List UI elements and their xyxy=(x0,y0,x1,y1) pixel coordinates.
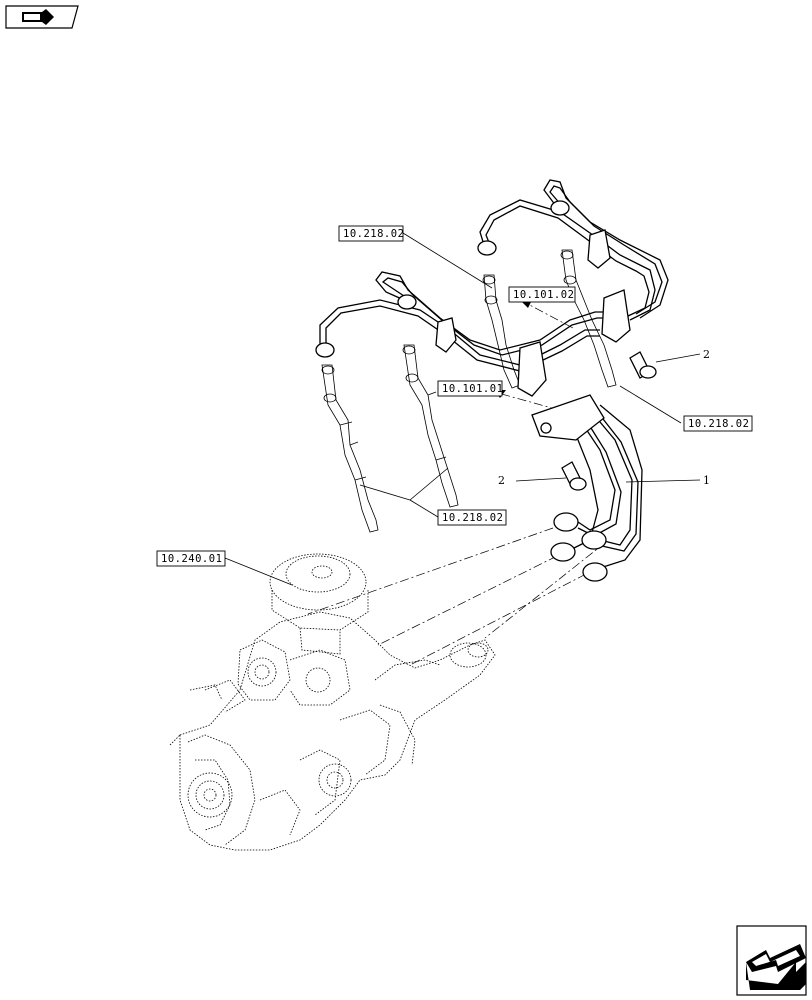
ref-box-pump[interactable]: 10.240.01 xyxy=(156,550,226,567)
pipe-clamps xyxy=(435,229,631,441)
ref-label-upper-mid: 10.101.02 xyxy=(513,289,574,301)
callout-bolt-lower: 2 xyxy=(498,474,505,487)
injector-1 xyxy=(321,364,379,533)
bolt-lower xyxy=(561,461,587,491)
connection-lines xyxy=(307,301,607,666)
next-page-arrow-icon[interactable] xyxy=(736,925,807,996)
injection-pump xyxy=(169,553,496,851)
ref-box-upper-mid[interactable]: 10.101.02 xyxy=(508,286,576,303)
ref-label-pump: 10.240.01 xyxy=(161,553,222,565)
bolt-upper xyxy=(629,351,657,379)
pipe-fittings xyxy=(315,200,608,582)
ref-label-mid: 10.101.01 xyxy=(442,383,503,395)
ref-label-right: 10.218.02 xyxy=(688,418,749,430)
ref-box-upper-left[interactable]: 10.218.02 xyxy=(338,225,404,242)
ref-box-mid[interactable]: 10.101.01 xyxy=(437,380,503,397)
leader-lines xyxy=(224,232,701,586)
injector-4 xyxy=(560,249,617,388)
ref-box-lower[interactable]: 10.218.02 xyxy=(437,509,507,526)
callout-bolt-upper: 2 xyxy=(703,348,710,361)
ref-label-upper-left: 10.218.02 xyxy=(343,228,404,240)
ref-box-right[interactable]: 10.218.02 xyxy=(683,415,753,432)
injector-2 xyxy=(402,344,459,508)
callout-pipe-assembly: 1 xyxy=(703,474,710,487)
ref-label-lower: 10.218.02 xyxy=(442,512,503,524)
book-arrow-icon[interactable] xyxy=(5,5,79,29)
